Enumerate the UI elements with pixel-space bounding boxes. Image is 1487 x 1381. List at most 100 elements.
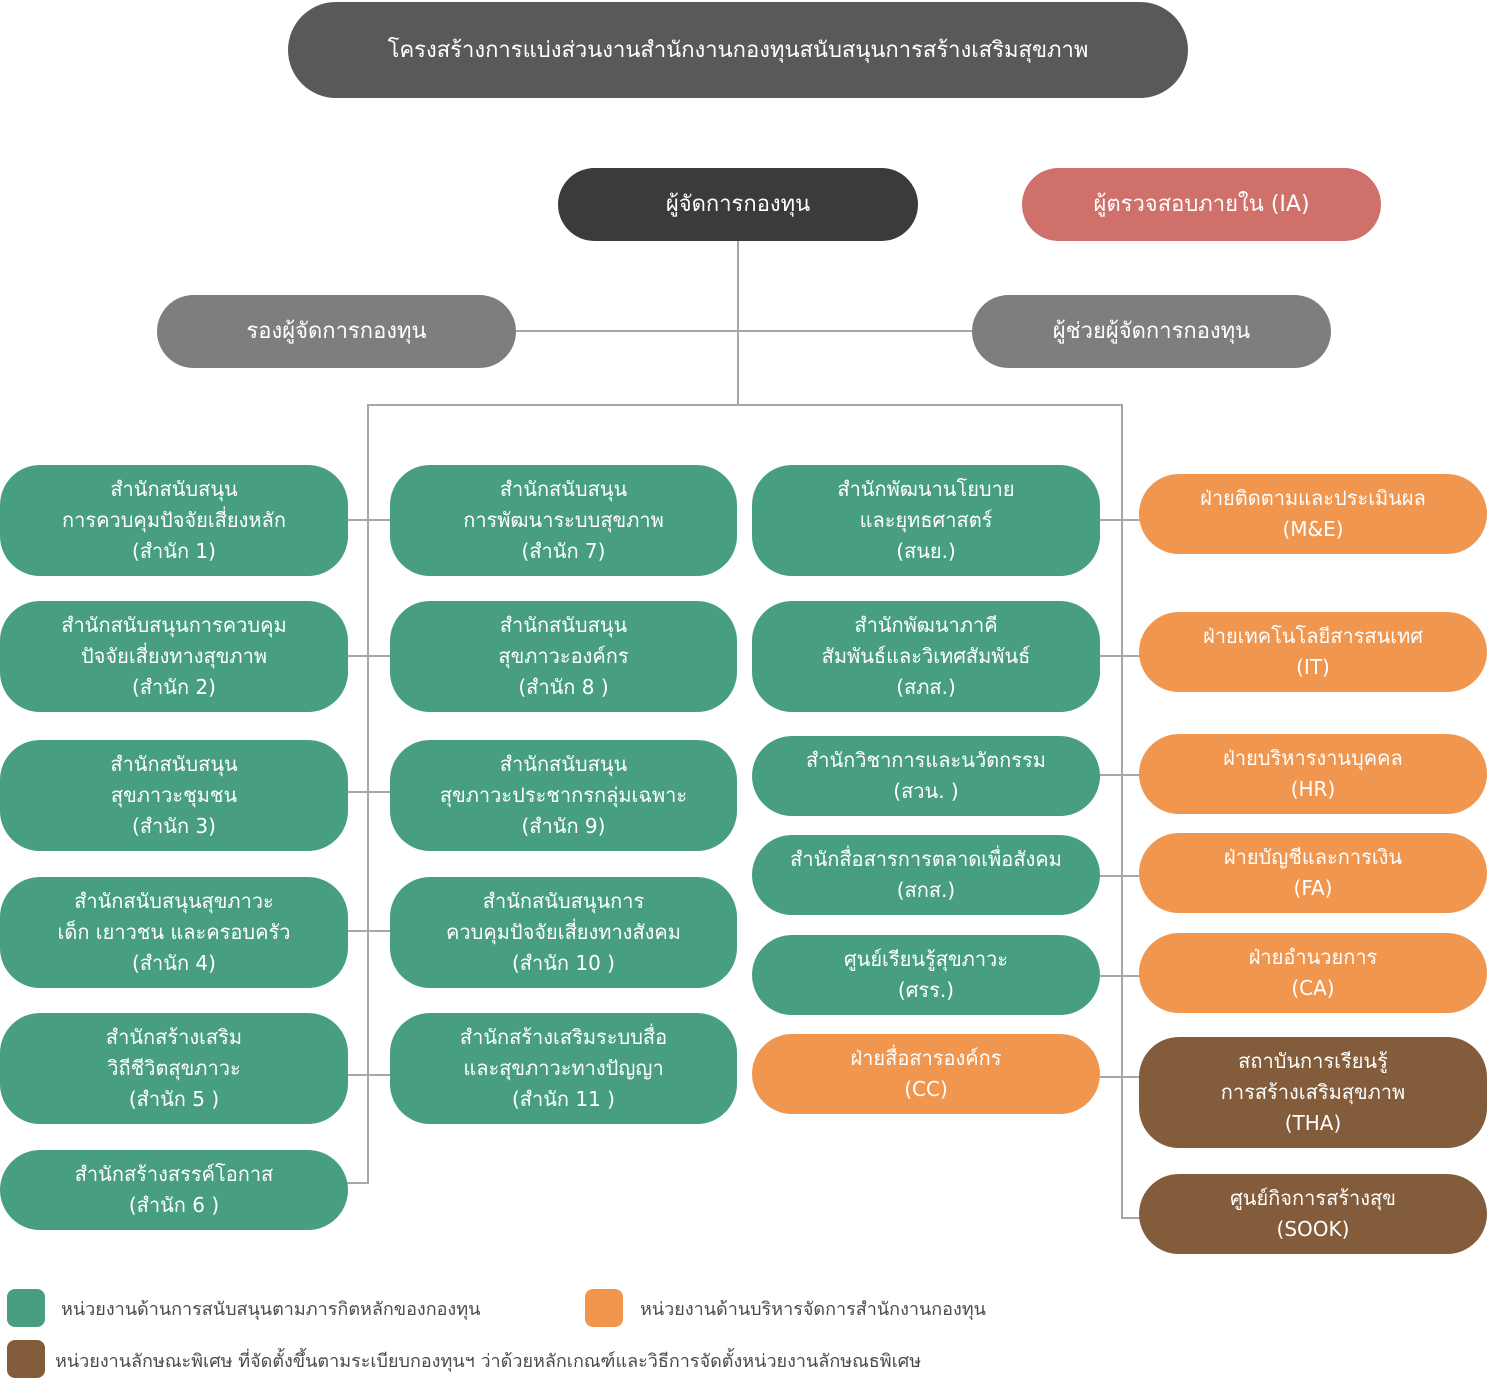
assistant-manager-box: ผู้ช่วยผู้จัดการกองทุน xyxy=(972,295,1331,368)
unit-line: การพัฒนาระบบสุขภาพ xyxy=(463,508,664,532)
assistant-manager-label: ผู้ช่วยผู้จัดการกองทุน xyxy=(1052,319,1251,344)
corporate-communication-box: ฝ่ายสื่อสารองค์กร (CC) xyxy=(752,1034,1100,1114)
unit-line: สุขภาวะชุมชน xyxy=(110,783,238,807)
unit-line: สถาบันการเรียนรู้ xyxy=(1238,1049,1388,1073)
connector-line xyxy=(347,1074,390,1076)
unit-line: สำนักสื่อสารการตลาดเพื่อสังคม xyxy=(790,847,1062,871)
unit-line: (สำนัก 10 ) xyxy=(512,951,615,975)
legend-orange-swatch xyxy=(585,1289,623,1327)
connector-line xyxy=(1100,975,1140,977)
legend-brown-label: หน่วยงานลักษณะพิเศษ ที่จัดตั้งขึ้นตามระเ… xyxy=(55,1351,922,1372)
office-9-box: สำนักสนับสนุน สุขภาวะประชากรกลุ่มเฉพาะ (… xyxy=(390,740,737,851)
unit-line: (สำนัก 11 ) xyxy=(512,1087,615,1111)
unit-line: การสร้างเสริมสุขภาพ xyxy=(1220,1080,1406,1104)
unit-line: สัมพันธ์และวิเทศสัมพันธ์ xyxy=(821,644,1031,668)
office-7-box: สำนักสนับสนุน การพัฒนาระบบสุขภาพ (สำนัก … xyxy=(390,465,737,576)
unit-line: (สำนัก 2) xyxy=(132,675,216,699)
internal-audit-box: ผู้ตรวจสอบภายใน (IA) xyxy=(1022,168,1381,241)
unit-line: สำนักสนับสนุน xyxy=(499,752,628,776)
connector-line xyxy=(515,330,973,332)
legend-brown-swatch xyxy=(7,1340,45,1378)
unit-line: (สำนัก 7) xyxy=(521,539,606,563)
unit-line: (ศรร.) xyxy=(897,978,955,1002)
unit-line: (M&E) xyxy=(1282,517,1344,541)
unit-line: และสุขภาวะทางปัญญา xyxy=(463,1056,664,1080)
unit-line: (สำนัก 1) xyxy=(132,539,216,563)
monitoring-evaluation-box: ฝ่ายติดตามและประเมินผล (M&E) xyxy=(1139,474,1487,554)
unit-line: (IT) xyxy=(1296,655,1330,679)
chart-title-text: โครงสร้างการแบ่งส่วนงานสำนักงานกองทุนสนั… xyxy=(387,37,1089,63)
unit-line: สำนักสนับสนุนการ xyxy=(482,889,645,913)
unit-line: วิถีชีวิตสุขภาวะ xyxy=(107,1056,241,1080)
unit-line: สำนักพัฒนานโยบาย xyxy=(837,477,1015,501)
finance-accounting-box: ฝ่ายบัญชีและการเงิน (FA) xyxy=(1139,833,1487,913)
unit-line: สำนักสนับสนุน xyxy=(110,477,238,501)
connector-line xyxy=(1100,875,1140,877)
unit-line: (สนย.) xyxy=(896,539,956,563)
connector-line xyxy=(347,930,390,932)
unit-line: สำนักสร้างเสริม xyxy=(105,1025,243,1049)
unit-line: ฝ่ายติดตามและประเมินผล xyxy=(1200,486,1426,510)
legend-orange-label: หน่วยงานด้านบริหารจัดการสำนักงานกองทุน xyxy=(640,1299,986,1320)
partnership-office-box: สำนักพัฒนาภาคี สัมพันธ์และวิเทศสัมพันธ์ … xyxy=(752,601,1100,712)
unit-line: (สำนัก 8 ) xyxy=(518,675,609,699)
unit-line: สำนักสนับสนุน xyxy=(499,613,628,637)
connector-line xyxy=(1100,1076,1140,1078)
unit-line: ฝ่ายบริหารงานบุคคล xyxy=(1223,746,1403,770)
unit-line: ศูนย์เรียนรู้สุขภาวะ xyxy=(843,947,1009,971)
unit-line: (สภส.) xyxy=(896,675,956,699)
learning-institute-box: สถาบันการเรียนรู้ การสร้างเสริมสุขภาพ (T… xyxy=(1139,1037,1487,1148)
social-marketing-office-box: สำนักสื่อสารการตลาดเพื่อสังคม (สกส.) xyxy=(752,835,1100,915)
unit-line: สำนักสนับสนุน xyxy=(110,752,238,776)
connector-line xyxy=(347,791,390,793)
unit-line: ฝ่ายบัญชีและการเงิน xyxy=(1223,845,1403,869)
unit-line: (สำนัก 9) xyxy=(521,814,606,838)
office-5-box: สำนักสร้างเสริม วิถีชีวิตสุขภาวะ (สำนัก … xyxy=(0,1013,348,1124)
manager-label: ผู้จัดการกองทุน xyxy=(665,192,811,217)
office-1-box: สำนักสนับสนุน การควบคุมปัจจัยเสี่ยงหลัก … xyxy=(0,465,348,576)
academic-innovation-office-box: สำนักวิชาการและนวัตกรรม (สวน. ) xyxy=(752,736,1100,816)
unit-line: ฝ่ายเทคโนโลยีสารสนเทศ xyxy=(1203,624,1423,648)
policy-strategy-office-box: สำนักพัฒนานโยบาย และยุทธศาสตร์ (สนย.) xyxy=(752,465,1100,576)
unit-line: สำนักวิชาการและนวัตกรรม xyxy=(806,748,1046,772)
legend-green-swatch xyxy=(7,1289,45,1327)
unit-line: ฝ่ายสื่อสารองค์กร xyxy=(850,1046,1002,1070)
office-2-box: สำนักสนับสนุนการควบคุม ปัจจัยเสี่ยงทางสุ… xyxy=(0,601,348,712)
health-learning-center-box: ศูนย์เรียนรู้สุขภาวะ (ศรร.) xyxy=(752,935,1100,1015)
unit-line: ศูนย์กิจการสร้างสุข xyxy=(1230,1186,1396,1210)
manager-box: ผู้จัดการกองทุน xyxy=(558,168,918,241)
connector-line xyxy=(1100,655,1140,657)
central-administration-box: ฝ่ายอำนวยการ (CA) xyxy=(1139,933,1487,1013)
unit-line: (CA) xyxy=(1291,976,1335,1000)
connector-line xyxy=(367,404,1123,406)
legend-green-label: หน่วยงานด้านการสนับสนุนตามภารกิตหลักของก… xyxy=(61,1299,481,1320)
deputy-manager-box: รองผู้จัดการกองทุน xyxy=(157,295,516,368)
connector-line xyxy=(1100,519,1140,521)
unit-line: สำนักสนับสนุนสุขภาวะ xyxy=(74,889,274,913)
chart-title: โครงสร้างการแบ่งส่วนงานสำนักงานกองทุนสนั… xyxy=(288,2,1188,98)
office-4-box: สำนักสนับสนุนสุขภาวะ เด็ก เยาวชน และครอบ… xyxy=(0,877,348,988)
unit-line: สุขภาวะองค์กร xyxy=(498,644,629,668)
connector-line xyxy=(367,404,369,1184)
office-10-box: สำนักสนับสนุนการ ควบคุมปัจจัยเสี่ยงทางสั… xyxy=(390,877,737,988)
unit-line: สำนักสร้างสรรค์โอกาส xyxy=(74,1162,274,1186)
sook-center-box: ศูนย์กิจการสร้างสุข (SOOK) xyxy=(1139,1174,1487,1254)
unit-line: (สำนัก 6 ) xyxy=(128,1193,220,1217)
unit-line: (THA) xyxy=(1284,1111,1342,1135)
unit-line: ควบคุมปัจจัยเสี่ยงทางสังคม xyxy=(446,920,681,944)
unit-line: (สำนัก 3) xyxy=(132,814,216,838)
unit-line: สำนักสร้างเสริมระบบสื่อ xyxy=(459,1025,668,1049)
deputy-manager-label: รองผู้จัดการกองทุน xyxy=(246,319,427,344)
unit-line: (CC) xyxy=(904,1077,948,1101)
unit-line: (สวน. ) xyxy=(893,779,959,803)
unit-line: (สำนัก 4) xyxy=(132,951,216,975)
unit-line: เด็ก เยาวชน และครอบครัว xyxy=(57,920,291,944)
unit-line: (สำนัก 5 ) xyxy=(128,1087,220,1111)
unit-line: ปัจจัยเสี่ยงทางสุขภาพ xyxy=(80,644,268,668)
office-6-box: สำนักสร้างสรรค์โอกาส (สำนัก 6 ) xyxy=(0,1150,348,1230)
unit-line: สำนักสนับสนุนการควบคุม xyxy=(61,613,287,637)
connector-line xyxy=(347,519,390,521)
connector-line xyxy=(1121,1217,1140,1219)
unit-line: สุขภาวะประชากรกลุ่มเฉพาะ xyxy=(439,783,688,807)
unit-line: (สกส.) xyxy=(896,878,956,902)
